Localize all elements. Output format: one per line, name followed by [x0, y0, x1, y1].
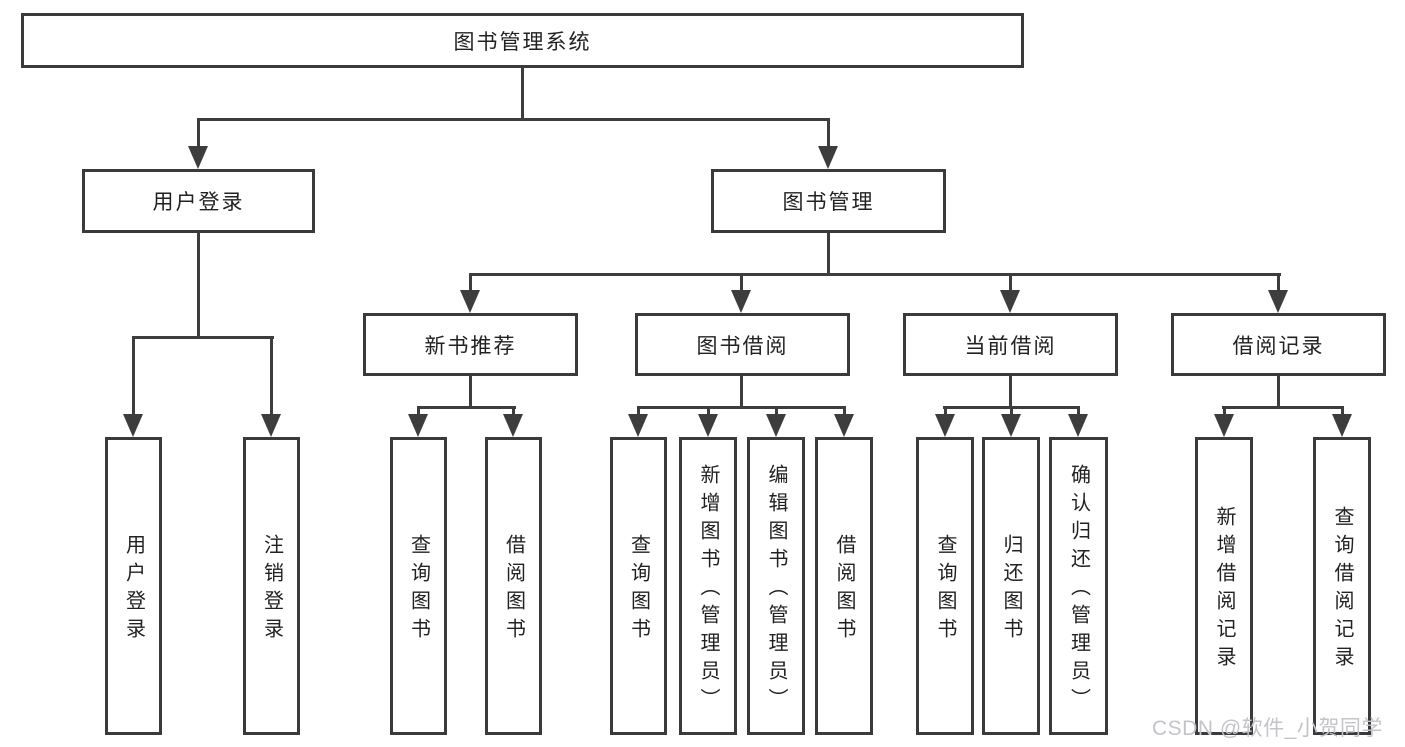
connector-line — [469, 273, 1281, 276]
leaf-search-books-current: 查询图书 — [916, 437, 974, 735]
arrow-down-icon — [766, 406, 786, 437]
leaf-logout: 注销登录 — [243, 437, 300, 735]
arrow-down-icon — [818, 118, 838, 169]
arrow-down-icon — [731, 273, 751, 313]
leaf-search-books-borrow: 查询图书 — [610, 437, 667, 735]
node-label: 归还图书 — [1000, 534, 1022, 646]
connector-line — [469, 374, 472, 408]
node-label: 新增借阅记录 — [1213, 506, 1235, 674]
node-label: 查询图书 — [407, 534, 430, 646]
connector-line — [1222, 406, 1343, 409]
arrow-down-icon — [1000, 273, 1020, 313]
node-label: 新书推荐 — [424, 334, 517, 358]
node-label: 查询借阅记录 — [1331, 506, 1353, 674]
node-label: 用户登录 — [152, 191, 245, 214]
arrow-down-icon — [261, 336, 281, 437]
leaf-add-books-admin: 新增图书（管理员） — [679, 437, 737, 735]
node-label: 图书管理系统 — [453, 30, 592, 54]
leaf-confirm-return-admin: 确认归还（管理员） — [1049, 437, 1108, 735]
node-label: 借阅图书 — [833, 534, 855, 646]
node-label: 借阅图书 — [502, 534, 525, 646]
connector-line — [521, 68, 524, 120]
connector-line — [197, 232, 200, 339]
node-label: 编辑图书（管理员） — [765, 464, 787, 716]
node-borrowing-records: 借阅记录 — [1171, 313, 1386, 376]
connector-line — [740, 374, 743, 408]
node-user-login: 用户登录 — [82, 169, 315, 233]
arrow-down-icon — [935, 406, 955, 437]
arrow-down-icon — [123, 336, 143, 437]
leaf-search-books-recommend: 查询图书 — [390, 437, 447, 735]
arrow-down-icon — [834, 406, 854, 437]
node-label: 查询图书 — [627, 534, 650, 646]
node-label: 用户登录 — [122, 534, 145, 646]
connector-line — [197, 118, 830, 121]
node-new-book-recommendation: 新书推荐 — [363, 313, 578, 376]
leaf-search-borrow-record: 查询借阅记录 — [1313, 437, 1371, 735]
node-label: 注销登录 — [260, 534, 283, 646]
arrow-down-icon — [1268, 273, 1288, 313]
arrow-down-icon — [1214, 406, 1234, 437]
leaf-borrow-books: 借阅图书 — [815, 437, 873, 735]
leaf-user-login: 用户登录 — [105, 437, 162, 735]
node-label: 图书借阅 — [696, 334, 789, 358]
connector-line — [1277, 374, 1280, 408]
arrow-down-icon — [1068, 406, 1088, 437]
leaf-add-borrow-record: 新增借阅记录 — [1195, 437, 1253, 735]
node-label: 借阅记录 — [1232, 334, 1325, 358]
arrow-down-icon — [188, 118, 208, 169]
arrow-down-icon — [460, 273, 480, 313]
node-current-borrowing: 当前借阅 — [903, 313, 1118, 376]
arrow-down-icon — [503, 406, 523, 437]
node-label: 查询图书 — [934, 534, 956, 646]
node-label: 图书管理 — [782, 191, 875, 214]
node-label: 当前借阅 — [964, 334, 1057, 358]
leaf-edit-books-admin: 编辑图书（管理员） — [747, 437, 805, 735]
node-library-management-system: 图书管理系统 — [21, 13, 1024, 68]
node-book-management: 图书管理 — [711, 169, 946, 233]
connector-line — [417, 406, 516, 409]
connector-line — [637, 406, 846, 409]
arrow-down-icon — [408, 406, 428, 437]
leaf-borrow-books-recommend: 借阅图书 — [485, 437, 542, 735]
connector-line — [1009, 374, 1012, 408]
arrow-down-icon — [628, 406, 648, 437]
node-label: 新增图书（管理员） — [697, 464, 719, 716]
arrow-down-icon — [1332, 406, 1352, 437]
csdn-watermark: CSDN @软件_小贺同学 — [1152, 717, 1383, 740]
leaf-return-books: 归还图书 — [982, 437, 1040, 735]
node-label: 确认归还（管理员） — [1067, 464, 1090, 716]
connector-line — [827, 232, 830, 276]
node-book-borrowing: 图书借阅 — [635, 313, 850, 376]
arrow-down-icon — [1001, 406, 1021, 437]
connector-line — [132, 336, 274, 339]
arrow-down-icon — [698, 406, 718, 437]
